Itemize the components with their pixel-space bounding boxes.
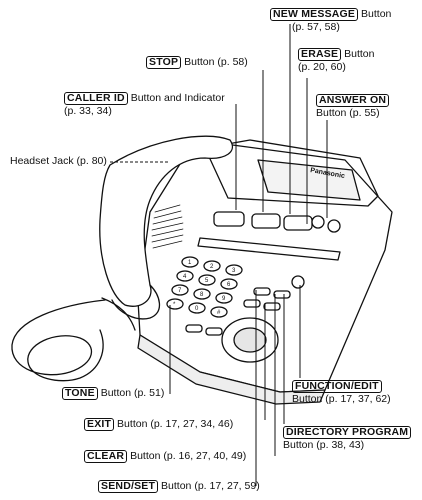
digital-key	[283, 215, 313, 231]
label-erase: ERASE Button (p. 20, 60)	[298, 48, 374, 74]
tone-key-label: TONE	[62, 387, 98, 400]
digit-4: 4	[183, 274, 187, 280]
erase-pages: (p. 20, 60)	[298, 61, 346, 73]
label-function-edit: FUNCTION/EDIT Button (p. 17, 37, 62)	[292, 380, 391, 406]
label-headset-jack: Headset Jack (p. 80)	[10, 155, 107, 168]
erase-rest: Button	[341, 48, 375, 60]
caller-id-pages: (p. 33, 34)	[64, 105, 112, 117]
caller-id-key-label: CALLER ID	[64, 92, 128, 105]
new-message-key-label: NEW MESSAGE	[270, 8, 359, 21]
label-exit: EXIT Button (p. 17, 27, 34, 46)	[84, 418, 233, 431]
digit-6: 6	[227, 282, 231, 288]
stop-key	[251, 213, 281, 229]
label-caller-id: CALLER ID Button and Indicator (p. 33, 3…	[64, 92, 225, 118]
new-message-pages: (p. 57, 58)	[292, 21, 340, 33]
caller-id-rest: Button and Indicator	[127, 92, 225, 104]
label-directory-program: DIRECTORY PROGRAM Button (p. 38, 43)	[283, 426, 412, 452]
digit-0: 0	[195, 306, 199, 312]
send-set-key-label: SEND/SET	[98, 480, 159, 493]
clear-key-label: CLEAR	[84, 450, 128, 463]
digit-9: 9	[222, 296, 226, 302]
label-tone: TONE Button (p. 51)	[62, 387, 164, 400]
digit-hash: #	[217, 310, 221, 316]
digit-star: *	[173, 302, 176, 308]
erase-key-label: ERASE	[298, 48, 342, 61]
handset-cord	[11, 299, 106, 382]
directory-program-pages: Button (p. 38, 43)	[283, 439, 365, 451]
exit-key-label: EXIT	[84, 418, 115, 431]
answer-on-key-label: ANSWER ON	[316, 94, 390, 107]
label-answer-on: ANSWER ON Button (p. 55)	[316, 94, 390, 120]
send-set-rest: Button (p. 17, 27, 59)	[158, 480, 260, 492]
answer-on-key	[311, 215, 325, 229]
directory-program-key-label: DIRECTORY PROGRAM	[283, 426, 412, 439]
digit-1: 1	[188, 260, 192, 266]
label-send-set: SEND/SET Button (p. 17, 27, 59)	[98, 480, 260, 493]
digit-7: 7	[178, 288, 182, 294]
tone-rest: Button (p. 51)	[97, 387, 165, 399]
caller-id-key	[213, 211, 245, 227]
digit-8: 8	[200, 292, 204, 298]
digit-3: 3	[232, 268, 236, 274]
label-stop: STOP Button (p. 58)	[146, 56, 248, 69]
digit-2: 2	[210, 264, 214, 270]
label-new-message: NEW MESSAGE Button (p. 57, 58)	[270, 8, 391, 34]
stop-key-label: STOP	[146, 56, 182, 69]
handset	[99, 135, 233, 307]
speaker-grille	[151, 204, 184, 249]
lcd-screen	[257, 159, 361, 201]
digit-5: 5	[205, 278, 209, 284]
new-message-rest: Button	[358, 8, 392, 20]
answer-on-pages: Button (p. 55)	[316, 107, 380, 119]
headset-text: Headset Jack (p. 80)	[10, 155, 107, 167]
display-housing	[204, 139, 379, 207]
function-edit-key-label: FUNCTION/EDIT	[292, 380, 382, 393]
exit-rest: Button (p. 17, 27, 34, 46)	[114, 418, 234, 430]
label-clear: CLEAR Button (p. 16, 27, 40, 49)	[84, 450, 246, 463]
erase-key	[327, 219, 341, 233]
function-edit-pages: Button (p. 17, 37, 62)	[292, 393, 391, 405]
stop-rest: Button (p. 58)	[181, 56, 248, 68]
keypad	[166, 256, 243, 318]
function-keys	[185, 275, 305, 336]
clear-rest: Button (p. 16, 27, 40, 49)	[127, 450, 247, 462]
